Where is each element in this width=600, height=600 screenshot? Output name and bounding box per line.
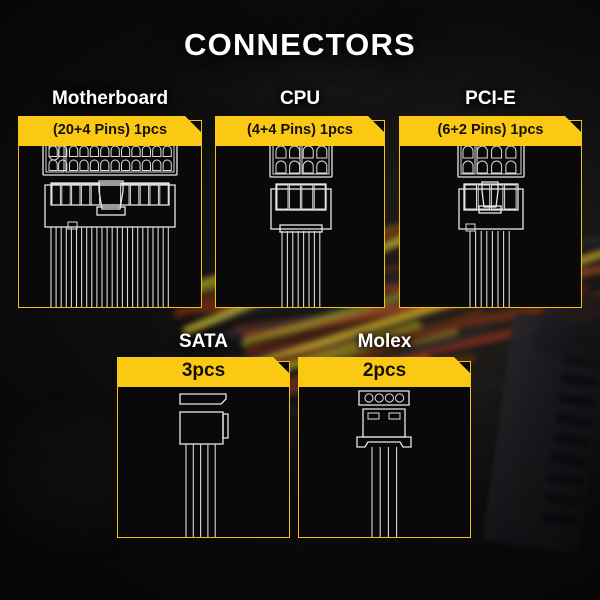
card-pcie: PCI-E (6+2 Pins) 1pcs xyxy=(399,90,582,308)
page-title: CONNECTORS xyxy=(0,27,600,63)
card-cpu: CPU (4+4 Pins) 1pcs xyxy=(215,90,385,308)
card-label-cpu: CPU xyxy=(215,88,385,110)
banner-motherboard: (20+4 Pins) 1pcs xyxy=(18,116,202,146)
card-label-motherboard: Motherboard xyxy=(18,88,202,110)
sata-power-connector-icon xyxy=(118,362,289,537)
banner-text-cpu: (4+4 Pins) 1pcs xyxy=(247,122,353,138)
card-label-sata: SATA xyxy=(117,331,290,353)
banner-text-pcie: (6+2 Pins) 1pcs xyxy=(438,122,544,138)
banner-molex: 2pcs xyxy=(298,357,471,387)
atx-24-pin-connector-icon xyxy=(19,121,201,307)
card-body-pcie xyxy=(399,120,582,308)
card-body-cpu xyxy=(215,120,385,308)
card-body-molex xyxy=(298,361,471,538)
card-molex: Molex 2pcs xyxy=(298,333,471,538)
card-label-pcie: PCI-E xyxy=(399,88,582,110)
banner-text-sata: 3pcs xyxy=(182,360,225,382)
banner-cpu: (4+4 Pins) 1pcs xyxy=(215,116,385,146)
card-motherboard: Motherboard xyxy=(18,90,202,308)
banner-pcie: (6+2 Pins) 1pcs xyxy=(399,116,582,146)
eps-8-pin-connector-icon xyxy=(216,121,384,307)
banner-text-motherboard: (20+4 Pins) 1pcs xyxy=(53,122,167,138)
card-label-molex: Molex xyxy=(298,331,471,353)
molex-4-pin-connector-icon xyxy=(299,362,470,537)
card-body-motherboard xyxy=(18,120,202,308)
card-sata: SATA 3pcs xyxy=(117,333,290,538)
banner-sata: 3pcs xyxy=(117,357,290,387)
pcie-8-pin-connector-icon xyxy=(400,121,581,307)
banner-text-molex: 2pcs xyxy=(363,360,406,382)
card-body-sata xyxy=(117,361,290,538)
